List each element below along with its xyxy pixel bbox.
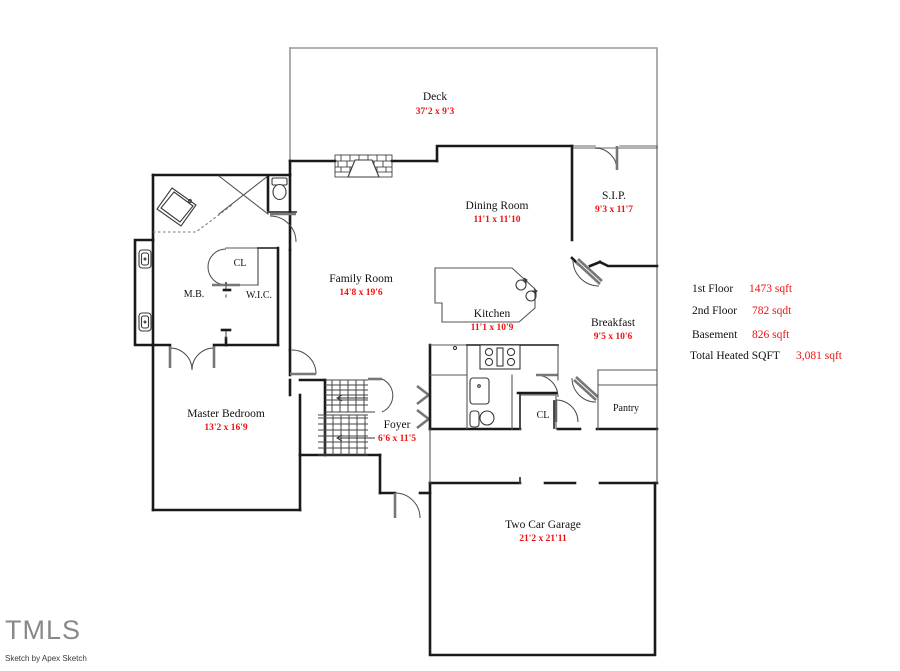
room-label-dining-room: Dining Room 11'1 x 11'10 xyxy=(466,200,529,225)
doors xyxy=(151,146,619,519)
room-label-sip: S.I.P. 9'3 x 11'7 xyxy=(595,190,633,215)
room-dim-deck: 37'2 x 9'3 xyxy=(416,107,455,117)
room-name-two-car-garage: Two Car Garage xyxy=(505,519,581,531)
tmls-watermark-logo: TMLS xyxy=(5,615,82,645)
room-label-two-car-garage: Two Car Garage 21'2 x 21'11 xyxy=(505,519,581,544)
bath-sink-toilet-icon xyxy=(469,410,495,428)
room-dim-two-car-garage: 21'2 x 21'11 xyxy=(519,534,567,544)
label-pantry: Pantry xyxy=(613,403,639,414)
room-dim-kitchen: 11'1 x 10'9 xyxy=(471,323,514,333)
deck-outline xyxy=(289,47,658,162)
room-dim-sip: 9'3 x 11'7 xyxy=(595,205,633,215)
label-walk-in-closet: W.I.C. xyxy=(246,290,272,301)
fireplace-icon xyxy=(334,154,393,178)
small-room-labels: M.B. CL W.I.C. CL Pantry xyxy=(184,258,639,421)
sketch-credit: Sketch by Apex Sketch xyxy=(5,654,87,663)
room-name-master-bedroom: Master Bedroom xyxy=(187,408,265,420)
area-legend: 1st Floor 1473 sqft 2nd Floor 782 sqdt B… xyxy=(690,283,843,362)
room-name-deck: Deck xyxy=(423,91,448,103)
room-name-family-room: Family Room xyxy=(329,273,393,285)
room-name-kitchen: Kitchen xyxy=(474,308,511,320)
room-label-deck: Deck 37'2 x 9'3 xyxy=(416,91,455,117)
breakfast-pantry-walls xyxy=(557,344,658,430)
legend-label-1st-floor: 1st Floor xyxy=(692,283,733,295)
room-labels: Deck 37'2 x 9'3 Dining Room 11'1 x 11'10… xyxy=(187,91,636,544)
room-label-foyer: Foyer 6'6 x 11'5 xyxy=(378,419,416,444)
legend-row-1st-floor: 1st Floor 1473 sqft xyxy=(692,283,793,295)
legend-value-1st-floor: 1473 sqft xyxy=(749,283,793,295)
room-dim-master-bedroom: 13'2 x 16'9 xyxy=(204,423,248,433)
room-dim-family-room: 14'8 x 19'6 xyxy=(339,288,383,298)
room-dim-breakfast: 9'5 x 10'6 xyxy=(594,332,633,342)
shower-icon xyxy=(218,175,269,215)
legend-label-basement: Basement xyxy=(692,329,738,341)
master-bath-area xyxy=(133,174,297,347)
room-name-sip: S.I.P. xyxy=(602,190,626,202)
room-name-breakfast: Breakfast xyxy=(591,317,636,329)
room-dim-foyer: 6'6 x 11'5 xyxy=(378,434,416,444)
legend-label-2nd-floor: 2nd Floor xyxy=(692,305,737,317)
room-label-master-bedroom: Master Bedroom 13'2 x 16'9 xyxy=(187,408,265,433)
legend-label-total-heated: Total Heated SQFT xyxy=(690,350,780,362)
label-closet-hall: CL xyxy=(537,410,550,421)
legend-row-basement: Basement 826 sqft xyxy=(692,329,790,341)
staircase xyxy=(298,377,394,457)
vanity-sinks xyxy=(138,249,152,332)
room-label-kitchen: Kitchen 11'1 x 10'9 xyxy=(471,308,514,333)
closet-walls xyxy=(207,173,292,397)
kitchen-counter xyxy=(434,267,538,323)
room-label-family-room: Family Room 14'8 x 19'6 xyxy=(329,273,393,298)
utility-block xyxy=(428,343,559,431)
legend-value-basement: 826 sqft xyxy=(752,329,790,341)
misc-walls xyxy=(429,428,658,484)
room-name-dining-room: Dining Room xyxy=(466,200,529,212)
bathtub-icon xyxy=(156,187,197,227)
label-closet-master: CL xyxy=(234,258,247,269)
legend-value-total-heated: 3,081 sqft xyxy=(796,350,843,362)
label-master-bath: M.B. xyxy=(184,289,205,300)
cooktop-burners-icon xyxy=(515,277,538,302)
legend-row-total-heated: Total Heated SQFT 3,081 sqft xyxy=(690,350,843,362)
legend-row-2nd-floor: 2nd Floor 782 sqdt xyxy=(692,305,792,317)
legend-value-2nd-floor: 782 sqdt xyxy=(752,305,792,317)
room-name-foyer: Foyer xyxy=(384,419,411,431)
exterior-walls xyxy=(151,144,659,657)
range-icon xyxy=(479,344,521,370)
room-dim-dining-room: 11'1 x 11'10 xyxy=(474,215,521,225)
room-label-breakfast: Breakfast 9'5 x 10'6 xyxy=(591,317,636,342)
toilet-icon xyxy=(271,177,288,201)
tub-icon xyxy=(469,377,490,405)
